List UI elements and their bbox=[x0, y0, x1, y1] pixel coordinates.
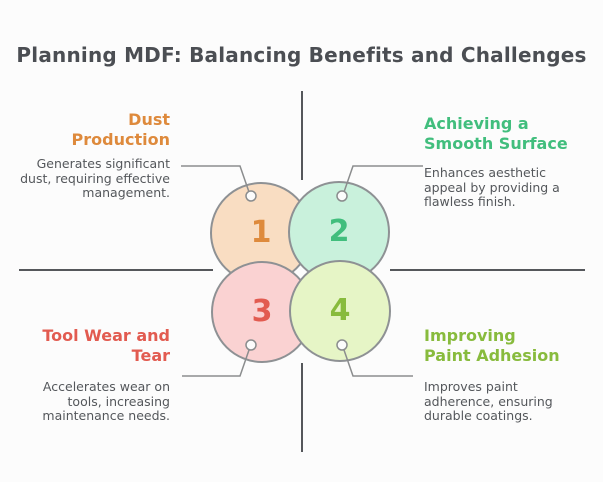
quadrant-2-body: Enhances aesthetic appeal by providing a… bbox=[424, 165, 560, 210]
quadrant-4-heading: Improving Paint Adhesion bbox=[424, 326, 560, 365]
quadrant-1-heading: Dust Production bbox=[71, 110, 170, 149]
quadrant-2-heading: Achieving a Smooth Surface bbox=[424, 114, 568, 153]
circle-4: 4 bbox=[289, 260, 391, 362]
quadrant-3-heading: Tool Wear and Tear bbox=[42, 326, 170, 365]
page-title: Planning MDF: Balancing Benefits and Cha… bbox=[16, 43, 587, 67]
axis-horizontal-right bbox=[390, 269, 585, 271]
axis-horizontal-left bbox=[19, 269, 213, 271]
circle-1-number: 1 bbox=[250, 215, 272, 250]
circle-3-number: 3 bbox=[251, 294, 273, 329]
circle-4-number: 4 bbox=[329, 293, 351, 328]
quadrant-1-body: Generates significant dust, requiring ef… bbox=[20, 156, 170, 201]
axis-vertical-bottom bbox=[301, 363, 303, 452]
axis-vertical-top bbox=[301, 91, 303, 180]
quadrant-4-body: Improves paint adherence, ensuring durab… bbox=[424, 379, 553, 424]
quadrant-3-body: Accelerates wear on tools, increasing ma… bbox=[42, 379, 170, 424]
circle-2-number: 2 bbox=[328, 214, 350, 249]
